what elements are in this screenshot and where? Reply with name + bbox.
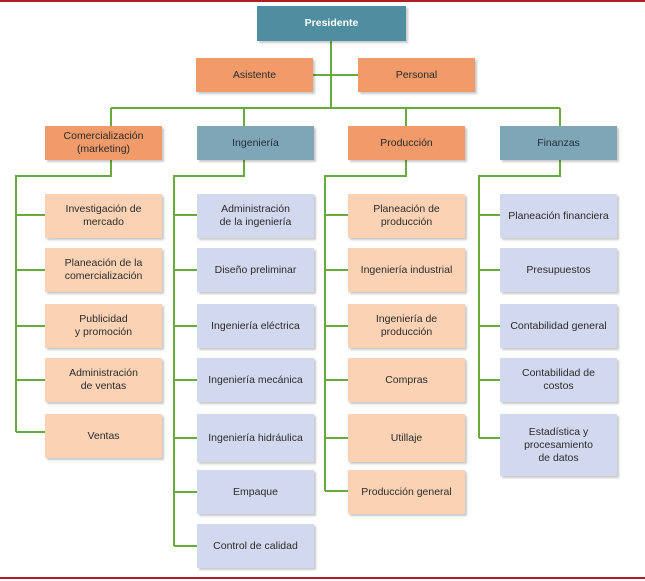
bottom-border	[0, 577, 645, 579]
unit-box: Compras	[348, 358, 465, 402]
col3-bus	[324, 160, 407, 491]
unit-box: Publicidad y promoción	[45, 304, 162, 348]
unit-box: Utillaje	[348, 414, 465, 462]
unit-box: Ventas	[45, 414, 162, 458]
dept-finanzas: Finanzas	[500, 126, 617, 160]
unit-box: Contabilidad general	[500, 304, 617, 348]
dept-produccion: Producción	[348, 126, 465, 160]
unit-box: Planeación financiera	[500, 194, 617, 238]
unit-box: Estadística y procesamiento de datos	[500, 414, 617, 476]
dept-ingenieria: Ingeniería	[197, 126, 314, 160]
unit-box: Planeación de producción	[348, 194, 465, 238]
unit-box: Contabilidad de costos	[500, 358, 617, 402]
staff-box: Personal	[358, 58, 475, 92]
unit-box: Producción general	[348, 470, 465, 514]
unit-box: Ingeniería mecánica	[197, 358, 314, 402]
unit-box: Control de calidad	[197, 524, 314, 568]
unit-box: Diseño preliminar	[197, 248, 314, 292]
unit-box: Administración de ventas	[45, 358, 162, 402]
col4-bus	[478, 160, 561, 438]
unit-box: Ingeniería hidráulica	[197, 414, 314, 462]
unit-box: Ingeniería de producción	[348, 304, 465, 348]
unit-box: Administración de la ingeniería	[197, 194, 314, 238]
unit-box: Presupuestos	[500, 248, 617, 292]
col2-bus	[173, 160, 245, 546]
unit-box: Ingeniería eléctrica	[197, 304, 314, 348]
col1-bus	[15, 160, 112, 432]
unit-box: Empaque	[197, 470, 314, 514]
dept-comercializacion: Comercialización (marketing)	[45, 126, 162, 160]
assistant-box: Asistente	[196, 58, 313, 92]
top-border	[0, 0, 645, 2]
unit-box: Ingeniería industrial	[348, 248, 465, 292]
unit-box: Planeación de la comercialización	[45, 248, 162, 292]
president-box: Presidente	[257, 6, 406, 41]
unit-box: Investigación de mercado	[45, 194, 162, 238]
